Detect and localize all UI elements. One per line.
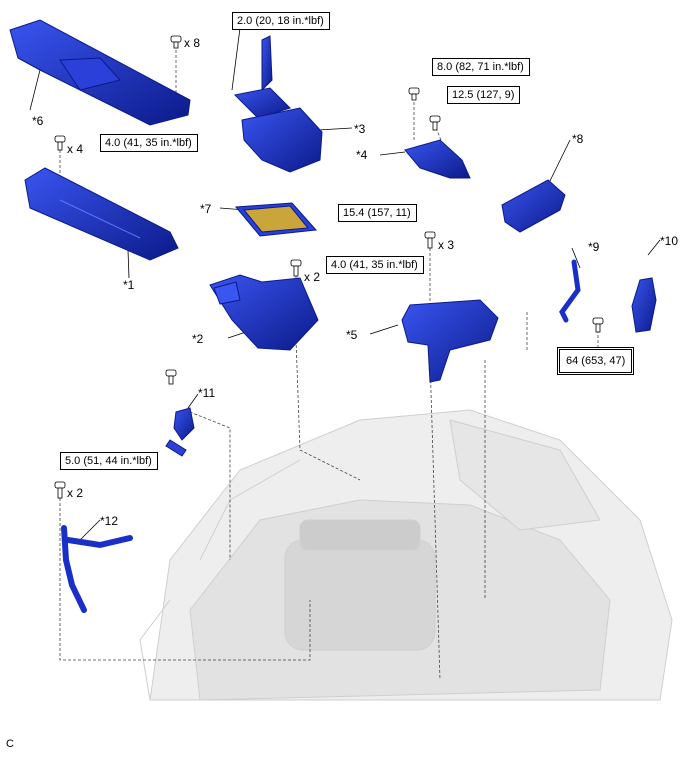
torque-spec: 4.0 (41, 35 in.*lbf) [100, 134, 198, 152]
part-label: *1 [123, 278, 135, 292]
bolt-icon [54, 481, 66, 499]
torque-spec: 15.4 (157, 11) [338, 204, 417, 222]
bolt-quantity: x 2 [67, 486, 84, 500]
part-label: *12 [100, 514, 119, 528]
part-label: *7 [200, 202, 212, 216]
figure-code: C [6, 738, 14, 750]
part-label: *3 [354, 122, 366, 136]
part-8-battery-cover [501, 179, 566, 233]
part-7-filter-element [234, 202, 318, 237]
part-12-hose [61, 525, 133, 613]
part-11-clamp [165, 407, 195, 457]
part-label: *9 [588, 240, 600, 254]
torque-spec-boxed: 64 (653, 47) [557, 347, 635, 375]
bolt-icon [290, 259, 302, 277]
bolt-icon [592, 317, 604, 333]
bolt-icon [170, 35, 182, 49]
torque-spec: 5.0 (51, 44 in.*lbf) [60, 452, 158, 470]
part-9-hose [559, 259, 581, 323]
part-label: *8 [572, 132, 584, 146]
torque-spec: 2.0 (20, 18 in.*lbf) [232, 12, 330, 30]
part-6-cowl-cover [9, 19, 191, 126]
bolt-icon [54, 135, 66, 151]
part-1-air-duct-cover [24, 167, 179, 261]
part-label: *4 [356, 148, 368, 162]
bolt-icon [429, 115, 441, 131]
bolt-quantity: x 8 [184, 36, 201, 50]
callout-leaders [29, 27, 661, 541]
part-label: *5 [346, 328, 358, 342]
bolt-icon [424, 231, 436, 249]
part-label: *2 [192, 332, 204, 346]
torque-spec: 4.0 (41, 35 in.*lbf) [326, 256, 424, 274]
part-2-air-cleaner-case [209, 274, 319, 351]
engine-bay-illustration [139, 409, 673, 701]
part-10-clip [631, 277, 657, 333]
bolt-quantity: x 4 [67, 142, 84, 156]
bolt-quantity: x 3 [438, 238, 455, 252]
bolt-icons [54, 35, 604, 499]
part-3-air-cleaner [233, 35, 323, 173]
part-5-battery-tray [401, 299, 499, 383]
torque-spec: 8.0 (82, 71 in.*lbf) [432, 58, 530, 76]
part-label: *6 [32, 114, 44, 128]
bolt-icon [408, 87, 420, 101]
bolt-quantity: x 2 [304, 270, 321, 284]
torque-spec: 12.5 (127, 9) [447, 86, 521, 104]
part-label: *10 [660, 234, 679, 248]
part-label: *11 [198, 386, 216, 400]
part-4-bracket [404, 139, 471, 179]
bolt-icon [165, 369, 177, 385]
leader-lines [59, 40, 599, 681]
